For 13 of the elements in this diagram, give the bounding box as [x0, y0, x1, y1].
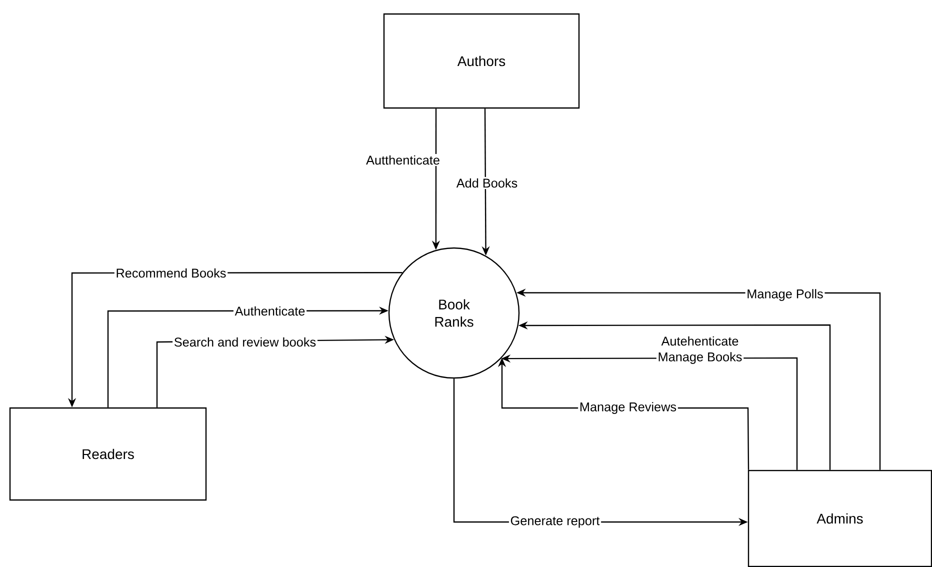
edge-label: Search and review books — [172, 336, 318, 348]
edge-label: Add Books — [455, 177, 519, 189]
entity-box: Readers — [9, 407, 207, 501]
edge-label: Manage Polls — [745, 288, 825, 302]
edge-label: Autehenticate — [660, 335, 740, 347]
process-box: Authors — [383, 13, 580, 109]
edge-label: Recommend Books — [114, 267, 228, 279]
edge-label: Autthenticate — [364, 154, 442, 166]
entity-box: Admins — [748, 470, 932, 567]
edge-label: Manage Reviews — [578, 400, 678, 416]
edge-label: Generate report — [508, 514, 602, 530]
edge-label: Manage Books — [656, 350, 744, 366]
edge-label: Authenticate — [233, 305, 307, 317]
